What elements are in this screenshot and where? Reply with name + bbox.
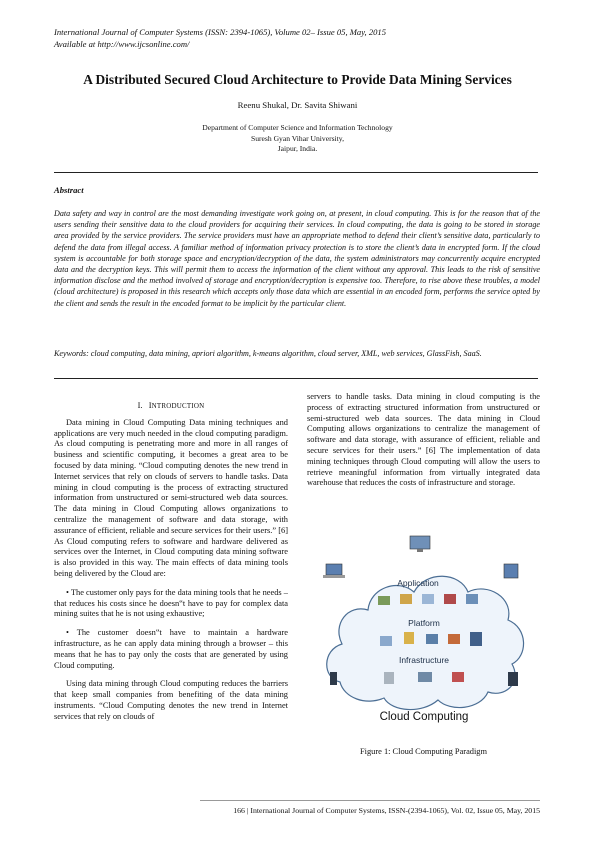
- laptop-icon: [323, 563, 345, 578]
- monitor-icon: [409, 535, 431, 552]
- section-title-first: I: [148, 401, 152, 410]
- application-label: Application: [397, 578, 439, 588]
- abstract-text: Data safety and way in control are the m…: [54, 209, 540, 308]
- footer-rule: [200, 800, 540, 801]
- keywords: Keywords: cloud computing, data mining, …: [54, 349, 482, 358]
- server-icon: [503, 563, 519, 579]
- left-column: I. INTRODUCTION Data mining in Cloud Com…: [54, 401, 288, 723]
- infrastructure-icons: [384, 672, 464, 684]
- figure-caption: Figure 1: Cloud Computing Paradigm: [359, 747, 488, 756]
- platform-label: Platform: [408, 618, 440, 628]
- phone-icon: [330, 672, 337, 685]
- divider-bottom: [54, 378, 538, 379]
- section-heading: I. INTRODUCTION: [54, 401, 288, 412]
- intro-paragraph-continued: servers to handle tasks. Data mining in …: [307, 392, 540, 488]
- affiliation: Department of Computer Science and Infor…: [0, 123, 595, 155]
- cloud-computing-figure: Application Platform Infrastructure Clou…: [323, 535, 525, 723]
- affiliation-dept: Department of Computer Science and Infor…: [202, 123, 393, 132]
- page-footer: 166 | International Journal of Computer …: [233, 806, 540, 815]
- journal-header-line1: International Journal of Computer System…: [54, 27, 387, 37]
- cloud-shape: [326, 575, 525, 711]
- paper-authors: Reenu Shukal, Dr. Savita Shiwani: [237, 100, 358, 110]
- cloud-computing-label: Cloud Computing: [380, 711, 469, 723]
- infrastructure-label: Infrastructure: [399, 655, 449, 665]
- affiliation-univ: Suresh Gyan Vihar University,: [251, 133, 344, 143]
- application-icons: [378, 594, 478, 605]
- journal-header: International Journal of Computer System…: [54, 27, 386, 50]
- divider-top: [54, 172, 538, 173]
- tablet-icon: [508, 672, 518, 686]
- section-title-rest: NTRODUCTION: [151, 402, 205, 410]
- bullet-item-2: • The customer doesn‟t have to maintain …: [54, 628, 288, 670]
- bullet-item-1: • The customer only pays for the data mi…: [54, 587, 288, 619]
- intro-paragraph-2: Using data mining through Cloud computin…: [54, 679, 288, 721]
- paper-title: A Distributed Secured Cloud Architecture…: [83, 72, 512, 87]
- section-number: I.: [137, 401, 143, 410]
- intro-paragraph-1: Data mining in Cloud Computing Data mini…: [54, 417, 288, 578]
- affiliation-city: Jaipur, India.: [277, 144, 318, 153]
- right-column: servers to handle tasks. Data mining in …: [307, 392, 540, 489]
- platform-icons: [380, 632, 482, 646]
- abstract-heading: Abstract: [54, 185, 84, 195]
- journal-header-line2: Available at http://www.ijcsonline.com/: [54, 38, 190, 49]
